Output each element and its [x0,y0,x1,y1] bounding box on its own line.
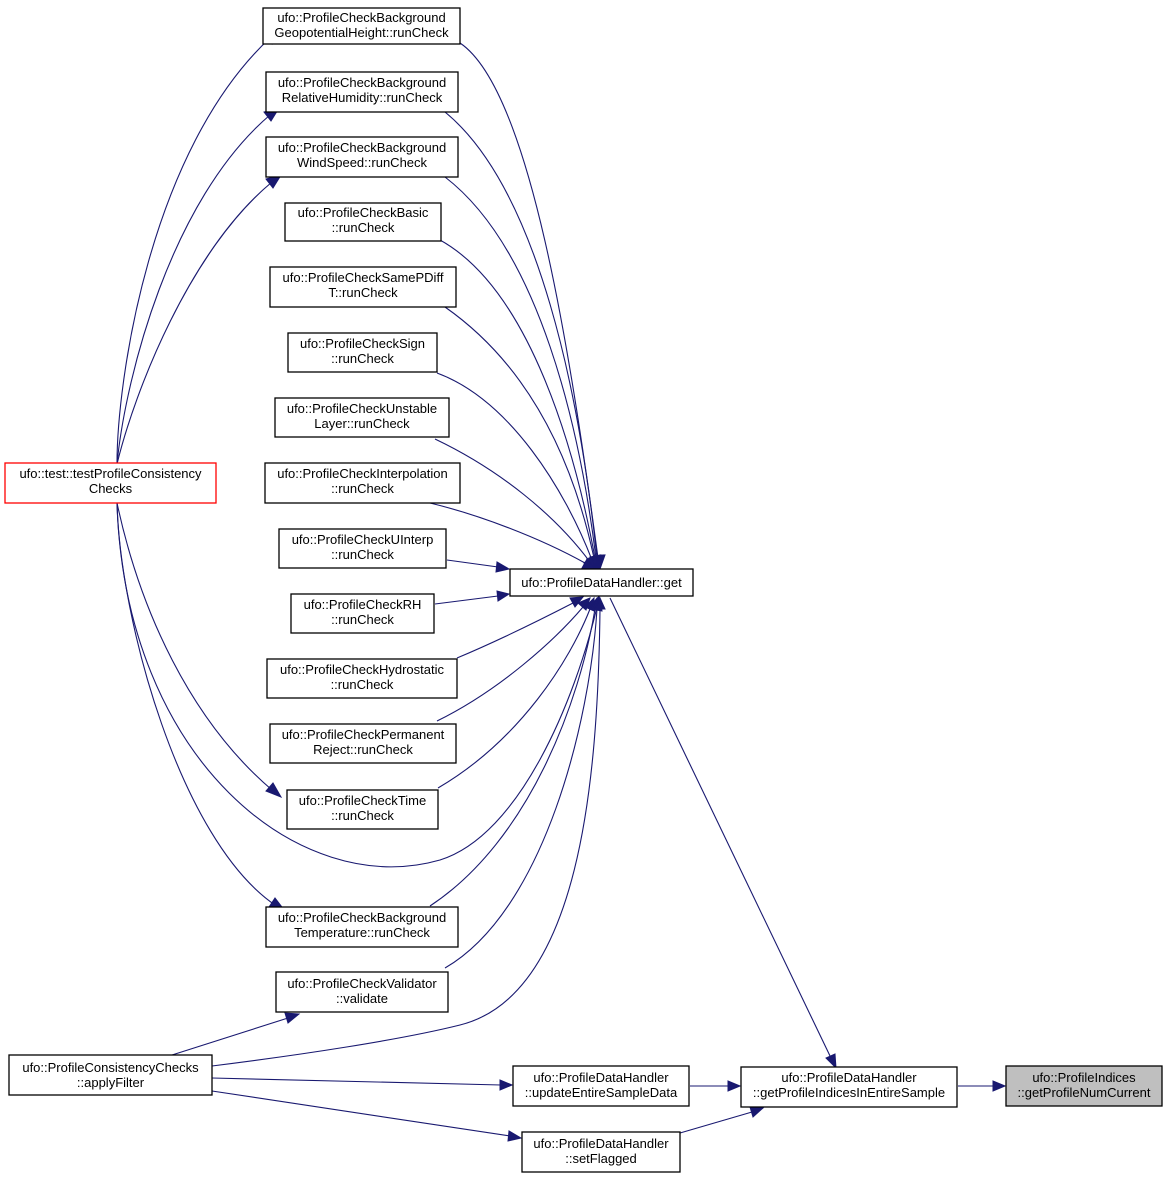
node-basic[interactable]: ufo::ProfileCheckBasic ::runCheck [284,202,442,242]
edge-update-to-getidx [690,1080,742,1092]
node-rh-line-2: RelativeHumidity::runCheck [282,90,443,105]
edge-uinterp-to-get [446,559,511,573]
node-root[interactable]: ufo::ProfileIndices ::getProfileNumCurre… [1005,1065,1163,1107]
node-apply[interactable]: ufo::ProfileConsistencyChecks ::applyFil… [8,1054,213,1096]
node-rh[interactable]: ufo::ProfileCheckBackground RelativeHumi… [265,71,459,113]
node-validator-line-2: ::validate [336,991,388,1006]
node-unstable[interactable]: ufo::ProfileCheckUnstable Layer::runChec… [274,397,450,438]
node-perm-line-2: Reject::runCheck [313,742,413,757]
node-interp-line-1: ufo::ProfileCheckInterpolation [277,466,448,481]
node-sign-line-2: ::runCheck [331,351,394,366]
edge-test-to-time [116,502,283,798]
node-samepdiff[interactable]: ufo::ProfileCheckSamePDiff T::runCheck [269,266,457,308]
node-time-line-2: ::runCheck [331,808,394,823]
node-time-line-1: ufo::ProfileCheckTime [299,793,426,808]
node-samepdiff-line-1: ufo::ProfileCheckSamePDiff [283,270,444,285]
node-root-line-2: ::getProfileNumCurrent [1018,1085,1151,1100]
node-perm-line-1: ufo::ProfileCheckPermanent [282,727,445,742]
node-perm[interactable]: ufo::ProfileCheckPermanent Reject::runCh… [269,723,457,764]
node-interp[interactable]: ufo::ProfileCheckInterpolation ::runChec… [264,462,461,504]
node-gph-line-1: ufo::ProfileCheckBackground [277,10,445,25]
node-uinterp-line-2: ::runCheck [331,547,394,562]
node-temp-line-1: ufo::ProfileCheckBackground [278,910,446,925]
node-update-line-1: ufo::ProfileDataHandler [533,1070,669,1085]
node-getidx[interactable]: ufo::ProfileDataHandler ::getProfileIndi… [740,1066,958,1108]
edge-interp-to-get [429,502,597,570]
edge-gph-to-get [459,42,606,571]
node-basic-line-2: ::runCheck [332,220,395,235]
node-unstable-line-1: ufo::ProfileCheckUnstable [287,401,437,416]
node-sign[interactable]: ufo::ProfileCheckSign ::runCheck [287,332,438,373]
node-hydro[interactable]: ufo::ProfileCheckHydrostatic ::runCheck [266,658,458,699]
node-temp-line-2: Temperature::runCheck [294,925,430,940]
edge-get-to-getidx [609,597,837,1070]
node-uinterp[interactable]: ufo::ProfileCheckUInterp ::runCheck [278,528,447,569]
edge-apply-to-setflag [211,1090,523,1142]
node-update[interactable]: ufo::ProfileDataHandler ::updateEntireSa… [512,1065,690,1107]
node-validator-line-1: ufo::ProfileCheckValidator [287,976,437,991]
node-hydro-line-1: ufo::ProfileCheckHydrostatic [280,662,445,677]
node-apply-line-2: ::applyFilter [77,1075,145,1090]
node-time[interactable]: ufo::ProfileCheckTime ::runCheck [286,789,439,830]
node-ws[interactable]: ufo::ProfileCheckBackground WindSpeed::r… [265,136,459,178]
edge-apply-to-get [211,596,606,1067]
node-ws-line-2: WindSpeed::runCheck [297,155,428,170]
node-getidx-line-1: ufo::ProfileDataHandler [781,1070,917,1085]
node-root-line-1: ufo::ProfileIndices [1032,1070,1136,1085]
edge-rhchk-to-get [434,590,511,605]
node-get[interactable]: ufo::ProfileDataHandler::get [509,568,694,597]
node-uinterp-line-1: ufo::ProfileCheckUInterp [292,532,434,547]
node-gph-line-2: GeopotentialHeight::runCheck [274,25,449,40]
edge-apply-to-update [211,1077,514,1091]
node-setflag[interactable]: ufo::ProfileDataHandler ::setFlagged [521,1131,681,1173]
node-rhchk-line-2: ::runCheck [331,612,394,627]
node-hydro-line-2: ::runCheck [331,677,394,692]
node-update-line-2: ::updateEntireSampleData [525,1085,678,1100]
node-rh-line-1: ufo::ProfileCheckBackground [278,75,446,90]
node-basic-line-1: ufo::ProfileCheckBasic [298,205,429,220]
edge-rh-to-get [444,111,605,571]
edge-test-to-gph [116,29,281,465]
node-setflag-line-2: ::setFlagged [565,1151,637,1166]
node-test-line-2: Checks [89,481,133,496]
node-rhchk[interactable]: ufo::ProfileCheckRH ::runCheck [290,593,435,634]
edge-apply-to-validator [171,1012,301,1056]
node-test[interactable]: ufo::test::testProfileConsistency Checks [4,462,217,504]
edge-setflag-to-getidx [679,1106,765,1134]
node-get-label: ufo::ProfileDataHandler::get [521,575,682,590]
node-samepdiff-line-2: T::runCheck [328,285,398,300]
node-interp-line-2: ::runCheck [331,481,394,496]
node-test-line-1: ufo::test::testProfileConsistency [19,466,202,481]
node-rhchk-line-1: ufo::ProfileCheckRH [304,597,422,612]
edge-ws-to-get [444,176,604,571]
edges [116,29,1007,1142]
nodes: ufo::ProfileCheckBackground Geopotential… [4,7,1163,1173]
node-gph[interactable]: ufo::ProfileCheckBackground Geopotential… [262,7,461,45]
node-validator[interactable]: ufo::ProfileCheckValidator ::validate [275,971,449,1013]
edge-basic-to-get [439,239,602,571]
node-temp[interactable]: ufo::ProfileCheckBackground Temperature:… [265,906,459,948]
node-sign-line-1: ufo::ProfileCheckSign [300,336,425,351]
edge-test-to-ws [116,174,283,465]
node-getidx-line-2: ::getProfileIndicesInEntireSample [753,1085,945,1100]
edge-test-to-rh [116,107,281,465]
node-setflag-line-1: ufo::ProfileDataHandler [533,1136,669,1151]
node-ws-line-1: ufo::ProfileCheckBackground [278,140,446,155]
edge-test-to-temp [116,502,287,912]
edge-getidx-to-root [958,1080,1007,1092]
node-unstable-line-2: Layer::runCheck [314,416,410,431]
node-apply-line-1: ufo::ProfileConsistencyChecks [22,1060,199,1075]
edge-hydro-to-get [456,596,585,659]
